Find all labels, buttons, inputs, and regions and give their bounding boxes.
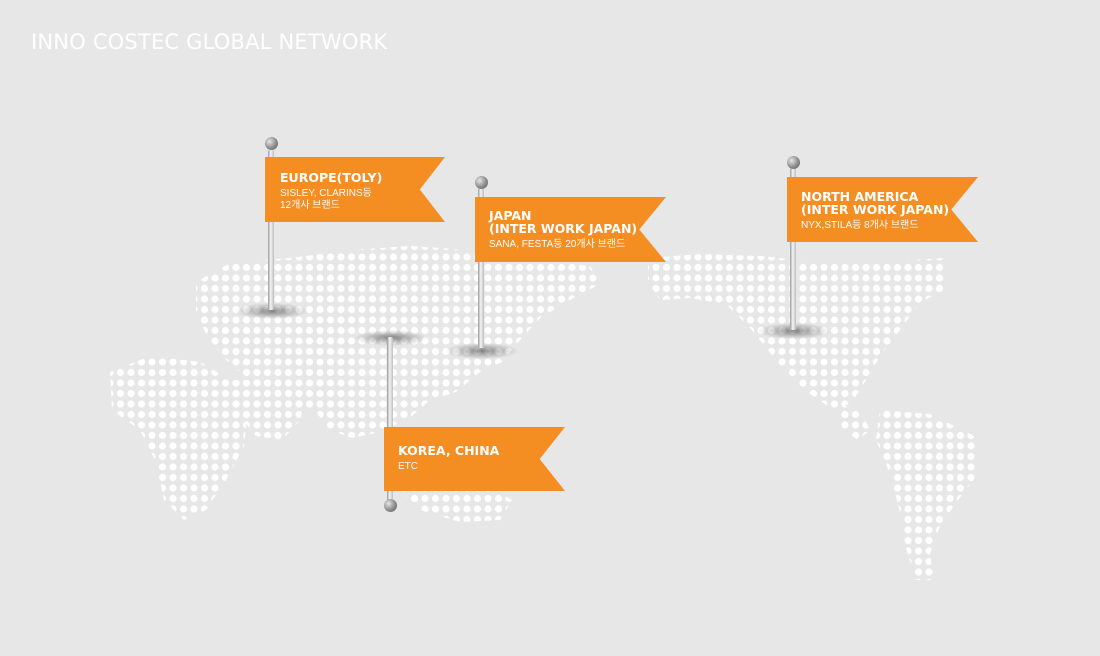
- pin-pole: [478, 188, 484, 348]
- pin-pole: [387, 337, 393, 507]
- flag-japan[interactable]: JAPAN (INTER WORK JAPAN) SANA, FESTA등 20…: [475, 197, 666, 262]
- flag-title: EUROPE(TOLY): [280, 170, 383, 185]
- pin-pole: [268, 150, 274, 310]
- flag-title: JAPAN (INTER WORK JAPAN): [489, 208, 638, 236]
- flag-subtitle: SANA, FESTA등 20개사 브랜드: [489, 239, 626, 250]
- pin-knob: [475, 176, 488, 189]
- flag-title: NORTH AMERICA (INTER WORK JAPAN): [801, 189, 950, 217]
- flag-korea-china[interactable]: KOREA, CHINA ETC: [384, 427, 565, 491]
- pin-shadow: [758, 323, 830, 339]
- flag-subtitle: SISLEY, CLARINS등 12개사 브랜드: [280, 188, 372, 211]
- page-title: INNO COSTEC GLOBAL NETWORK: [31, 30, 388, 54]
- pin-shadow: [236, 303, 308, 319]
- flag-north-america[interactable]: NORTH AMERICA (INTER WORK JAPAN) NYX,STI…: [787, 177, 978, 242]
- flag-europe[interactable]: EUROPE(TOLY) SISLEY, CLARINS등 12개사 브랜드: [265, 157, 445, 222]
- pin-shadow: [446, 343, 518, 359]
- continents: [110, 246, 978, 580]
- flag-subtitle: NYX,STILA등 8개사 브랜드: [801, 220, 919, 231]
- pin-knob: [787, 156, 800, 169]
- pin-knob: [265, 137, 278, 150]
- flag-title: KOREA, CHINA: [398, 443, 500, 458]
- pin-pole: [790, 168, 796, 330]
- pin-knob: [384, 499, 397, 512]
- flag-subtitle: ETC: [398, 461, 418, 472]
